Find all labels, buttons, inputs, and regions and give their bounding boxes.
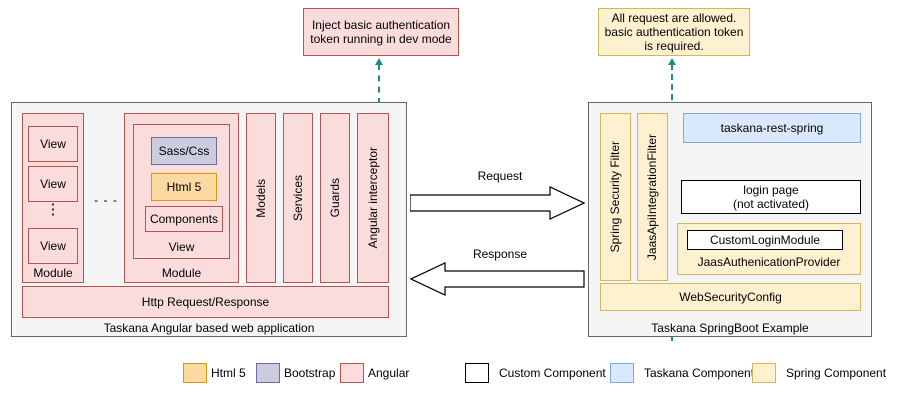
- jaas-authentication-provider-label: JaasAuthenicationProvider: [697, 254, 841, 269]
- callout-right-arrowhead: [668, 58, 676, 65]
- custom-login-module-box: CustomLoginModule: [687, 230, 843, 250]
- view-item-html5: Html 5: [151, 173, 217, 201]
- filter-jaas-api-integration: JaasApiIntegrationFilter: [637, 113, 668, 281]
- legend-swatch-bootstrap: [256, 363, 280, 383]
- legend-item-bootstrap: Bootstrap: [256, 363, 335, 383]
- http-request-response-bar: Http Request/Response: [22, 286, 389, 318]
- module-simple-ellipsis: ⋮: [45, 201, 61, 218]
- response-arrow: [410, 262, 585, 296]
- view-label: View: [40, 238, 66, 253]
- legend-swatch-html5: [183, 363, 207, 383]
- legend-item-angular: Angular: [340, 363, 409, 383]
- legend-item-taskana-component: Taskana Component: [610, 363, 754, 383]
- legend-item-custom-component: Custom Component: [465, 363, 606, 383]
- legend-swatch-custom: [465, 363, 489, 383]
- response-arrow-label: Response: [472, 246, 528, 261]
- module-simple-view-1: View: [28, 126, 78, 162]
- legend-label-html5: Html 5: [211, 366, 246, 380]
- legend-swatch-angular: [340, 363, 364, 383]
- callout-right-text: All request are allowed. basic authentic…: [604, 10, 744, 54]
- column-angular-interceptor: Angular interceptor: [357, 113, 389, 283]
- view-label: View: [40, 136, 66, 151]
- legend-swatch-spring: [752, 363, 776, 383]
- legend-label-spring: Spring Component: [786, 366, 887, 380]
- legend-label-angular: Angular: [368, 366, 410, 380]
- taskana-rest-spring-box: taskana-rest-spring: [683, 113, 861, 143]
- legend-swatch-taskana: [610, 363, 634, 383]
- web-security-config-box: WebSecurityConfig: [600, 283, 861, 311]
- callout-right-auth-required: All request are allowed. basic authentic…: [598, 8, 750, 56]
- view-label: View: [40, 176, 66, 191]
- legend-item-spring-component: Spring Component: [752, 363, 886, 383]
- callout-left-connector: [378, 64, 380, 104]
- legend-item-html5: Html 5: [183, 363, 246, 383]
- login-page-line-2: (not activated): [732, 197, 810, 211]
- module-simple-view-2: View: [28, 166, 78, 202]
- view-item-sass-css: Sass/Css: [151, 137, 217, 165]
- module-detailed-view-label: View: [168, 239, 195, 254]
- login-page-line-1: login page: [743, 182, 799, 197]
- column-guards: Guards: [320, 113, 350, 283]
- column-services: Services: [283, 113, 313, 283]
- modules-separator-dots: - - -: [94, 192, 118, 207]
- view-item-components: Components: [145, 206, 223, 232]
- legend-label-bootstrap: Bootstrap: [284, 366, 336, 380]
- column-models: Models: [246, 113, 276, 283]
- module-detailed-label: Module: [161, 265, 202, 280]
- login-page-box: login page (not activated): [681, 180, 861, 214]
- callout-left-text: Inject basic authentication token runnin…: [310, 17, 452, 46]
- legend-label-custom: Custom Component: [499, 366, 606, 380]
- request-arrow-label: Request: [477, 168, 523, 183]
- callout-left-dev-mode: Inject basic authentication token runnin…: [303, 8, 459, 56]
- module-simple-view-3: View: [28, 228, 78, 264]
- module-simple-label: Module: [33, 265, 73, 280]
- filter-spring-security: Spring Security Filter: [600, 113, 631, 281]
- springboot-panel-caption: Taskana SpringBoot Example: [651, 320, 809, 335]
- legend-label-taskana: Taskana Component: [644, 366, 755, 380]
- callout-left-arrowhead: [375, 58, 383, 65]
- angular-panel-caption: Taskana Angular based web application: [103, 320, 315, 335]
- request-arrow: [410, 186, 585, 220]
